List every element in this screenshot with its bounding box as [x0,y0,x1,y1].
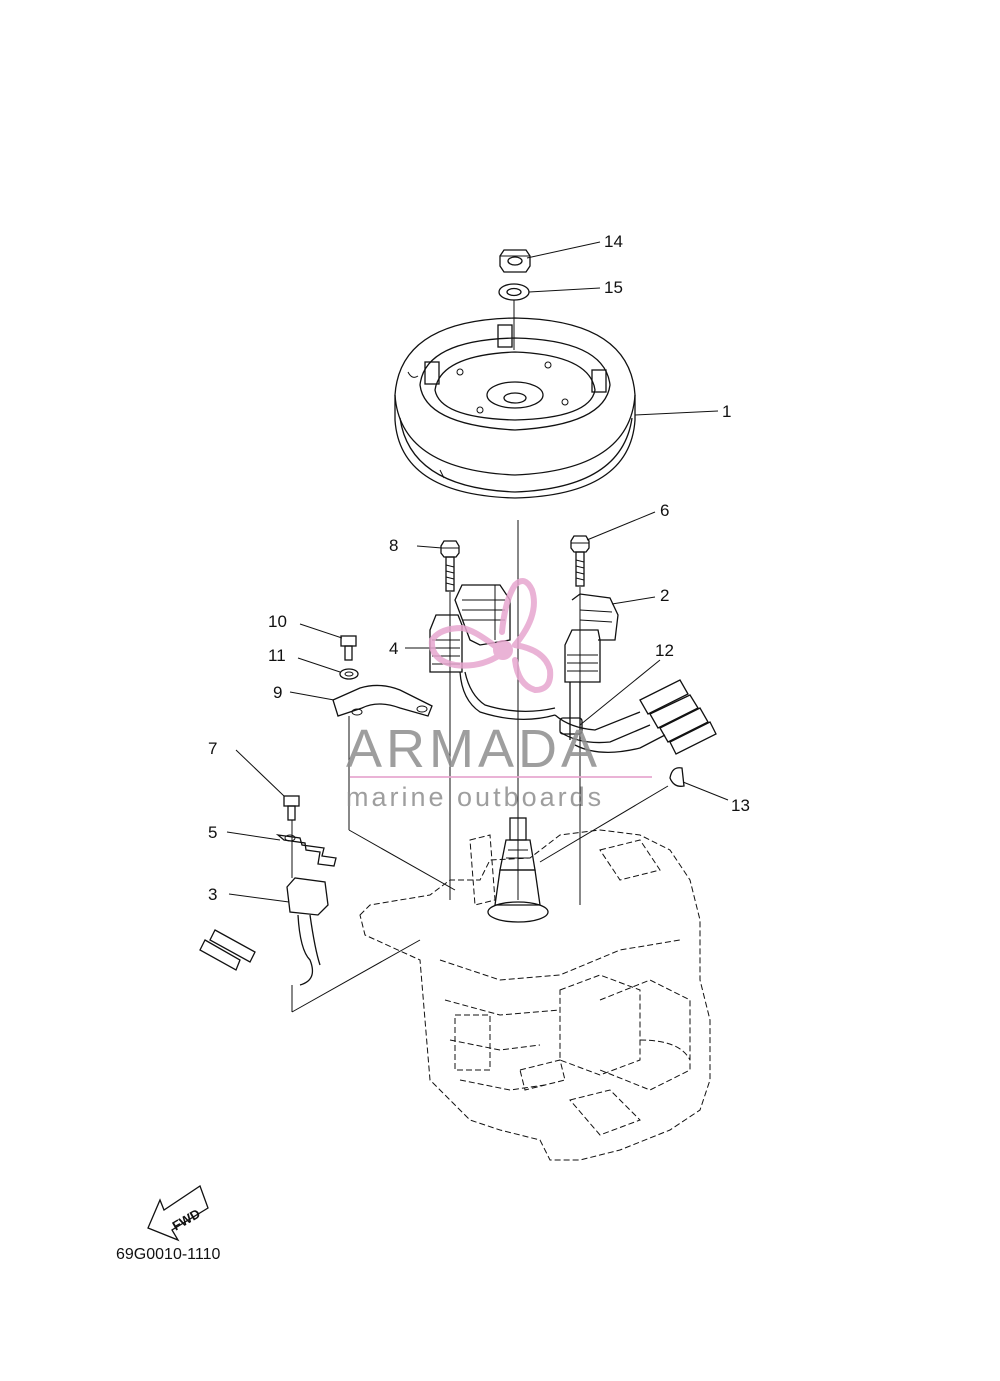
fwd-arrow-icon: FWD [147,1185,209,1242]
callout-14: 14 [604,232,623,251]
callout-5: 5 [208,823,217,842]
washer-part [339,668,359,680]
callout-9: 9 [273,683,282,702]
retainer-plate-part [332,684,433,717]
fwd-label: FWD [170,1206,203,1234]
screw-part [340,635,357,661]
callout-11: 11 [268,646,286,665]
nut-part [499,249,531,273]
charge-coil-part [429,584,556,720]
callout-6: 6 [660,501,669,520]
watermark: ARMADA marine outboards [346,578,652,812]
callout-15: 15 [604,278,623,297]
washer-part [498,283,530,301]
callout-10: 10 [268,612,287,631]
propeller-logo-icon [428,578,554,694]
callout-13: 13 [731,796,750,815]
callout-3: 3 [208,885,217,904]
power-head-part [359,817,711,1161]
callout-12: 12 [655,641,674,660]
key-part [669,767,685,787]
leader-lines [226,241,729,1013]
watermark-tagline: marine outboards [346,782,604,812]
flywheel-part [394,317,636,499]
wire-clamp-part [554,679,717,755]
watermark-brand: ARMADA [346,719,601,779]
diagram-code: 69G0010-1110 [116,1246,221,1263]
callout-2: 2 [660,586,669,605]
bracket-part [275,834,337,867]
callouts: 14 15 1 6 8 2 10 4 12 11 9 7 13 5 3 [208,232,750,904]
callout-7: 7 [208,739,217,758]
bolt-part [440,540,460,592]
screw-part [283,795,300,821]
callout-4: 4 [389,639,398,658]
bolt-part [570,535,590,587]
callout-8: 8 [389,536,398,555]
rectifier-part [199,877,329,986]
callout-1: 1 [722,402,731,421]
